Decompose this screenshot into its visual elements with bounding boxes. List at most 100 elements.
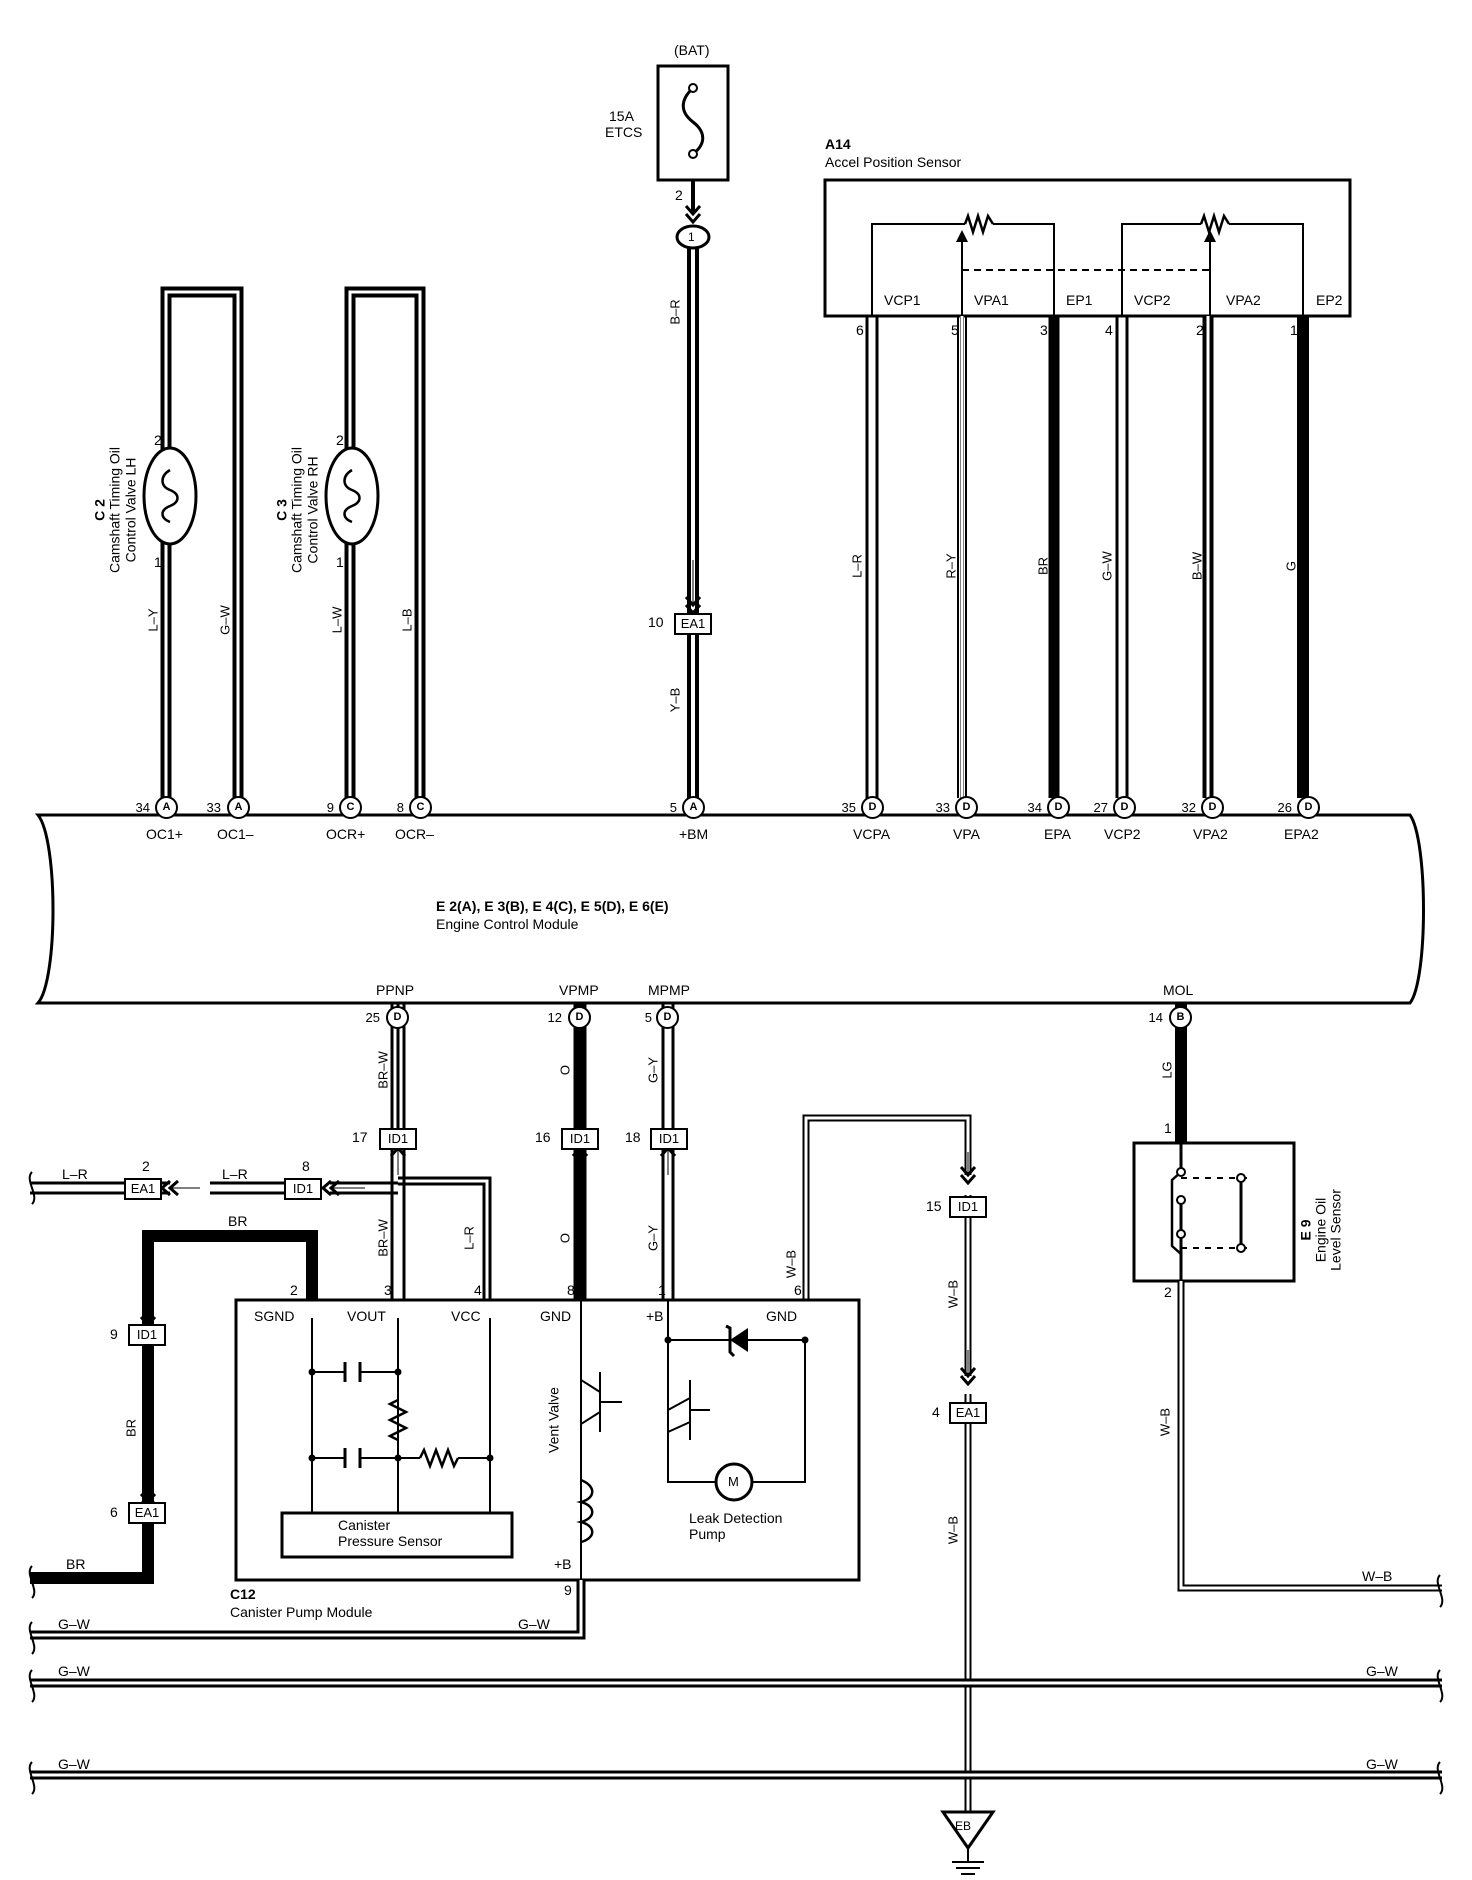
- c2-wire-1: L–Y: [145, 608, 161, 632]
- id1-connector-9: ID1: [128, 1324, 166, 1346]
- wire-gw2-right: G–W: [1366, 1663, 1398, 1679]
- fuse-name-label: ETCS: [605, 124, 643, 140]
- fuse-pin: 2: [675, 187, 683, 203]
- pump-pin-gnd: 8: [567, 1282, 575, 1298]
- aps-terminal-ep2: EP2: [1316, 292, 1343, 308]
- pump-term-gnd: GND: [540, 1308, 572, 1324]
- pump-term-gnd2: GND: [766, 1308, 798, 1324]
- aps-terminal-vpa1: VPA1: [974, 292, 1009, 308]
- ecm-pin-vcp2: 27: [1093, 800, 1108, 815]
- oil-pin-bottom: 2: [1164, 1284, 1172, 1300]
- c3-wire-1: L–W: [329, 606, 345, 634]
- ecm-pin-epa2: 26: [1277, 800, 1292, 815]
- wire-oil-wb: W–B: [1157, 1407, 1173, 1437]
- wire-gw3-right: G–W: [1366, 1756, 1398, 1772]
- ecm-body: [34, 813, 1425, 1005]
- ecm-pin-mol: 14: [1148, 1010, 1163, 1025]
- bm-wire-top-label: B–R: [667, 299, 683, 325]
- wire-lr-left: L–R: [62, 1166, 88, 1182]
- ecm-term-vcp2: VCP2: [1104, 826, 1141, 842]
- pump-term-vcc: VCC: [451, 1308, 481, 1324]
- aps-name: Accel Position Sensor: [825, 154, 962, 170]
- id1-connector-16: ID1: [561, 1128, 599, 1150]
- ecm-pin-oc1m: 33: [206, 800, 221, 815]
- pump-vent-b: +B: [554, 1556, 572, 1572]
- ecm-pin-vcpa: 35: [841, 800, 856, 815]
- pump-pin-vcc: 4: [474, 1282, 482, 1298]
- aps-wire-br: BR: [1035, 556, 1051, 576]
- aps-pin-2: 2: [1196, 322, 1204, 338]
- bm-wire-bottom-label: Y–B: [667, 687, 683, 713]
- wire-mpmp-bottom: G–Y: [645, 1224, 661, 1252]
- ecm-conn-ppnp: D: [386, 1006, 409, 1029]
- c3-wire-2: L–B: [399, 608, 415, 632]
- ecm-term-ocrp: OCR+: [326, 826, 366, 842]
- wire-lr-mid: L–R: [222, 1166, 248, 1182]
- pump-term-b: +B: [646, 1308, 664, 1324]
- motor-symbol: [714, 1462, 754, 1502]
- ecm-term-mol: MOL: [1163, 982, 1194, 998]
- pump-name: Canister Pump Module: [230, 1604, 373, 1620]
- ecm-name: Engine Control Module: [436, 916, 579, 932]
- ecm-term-vpmp: VPMP: [559, 982, 599, 998]
- wire-gw3-left: G–W: [58, 1756, 90, 1772]
- ea1-10-pin: 10: [648, 614, 664, 630]
- c2-pin-bottom: 1: [154, 554, 162, 570]
- oil-name-2: Level Sensor: [1327, 1189, 1344, 1271]
- oil-pin-top: 1: [1164, 1120, 1172, 1136]
- aps-pin-3: 3: [1040, 322, 1048, 338]
- ecm-term-oc1p: OC1+: [146, 826, 183, 842]
- id1-16-pin: 16: [535, 1129, 551, 1145]
- id1-15-pin: 15: [926, 1198, 942, 1214]
- ecm-pin-epa: 34: [1027, 800, 1042, 815]
- ecm-conn-vpa2: D: [1201, 796, 1224, 819]
- ecm-pin-mpmp: 5: [644, 1010, 652, 1025]
- pump-box: [234, 1298, 861, 1582]
- pump-pin-vout: 3: [384, 1282, 392, 1298]
- pump-sensor-1: Canister: [338, 1517, 391, 1533]
- ea1-connector-10: EA1: [674, 613, 712, 635]
- wire-gw1-left: G–W: [58, 1616, 90, 1632]
- ecm-term-vcpa: VCPA: [853, 826, 891, 842]
- ecm-conn-mol: B: [1169, 1006, 1192, 1029]
- aps-pin-1: 1: [1290, 322, 1298, 338]
- c3-pin-bottom: 1: [336, 554, 344, 570]
- bat-label: (BAT): [674, 42, 710, 58]
- ecm-pin-ocrm: 8: [396, 800, 404, 815]
- ea1-connector-4: EA1: [949, 1402, 987, 1424]
- id1-connector-17: ID1: [379, 1128, 417, 1150]
- pump-sensor-2: Pressure Sensor: [338, 1533, 443, 1549]
- pump-leak-1: Leak Detection: [689, 1510, 783, 1526]
- ea1-6-pin: 6: [110, 1504, 118, 1520]
- ecm-term-oc1m: OC1–: [217, 826, 254, 842]
- ecm-pin-ppnp: 25: [365, 1010, 380, 1025]
- ecm-pin-vpa: 33: [935, 800, 950, 815]
- wire-wb-1: W–B: [945, 1279, 961, 1309]
- id1-9-pin: 9: [110, 1326, 118, 1342]
- ea1-connector-2: EA1: [124, 1178, 162, 1200]
- wire-ppnp-bottom: BR–W: [375, 1219, 391, 1257]
- ecm-conn-epa: D: [1047, 796, 1070, 819]
- aps-terminal-vcp1: VCP1: [884, 292, 921, 308]
- ecm-term-vpa2: VPA2: [1193, 826, 1228, 842]
- ecm-conn-vpmp: D: [568, 1006, 591, 1029]
- aps-pin-6: 6: [856, 322, 864, 338]
- aps-terminal-ep1: EP1: [1066, 292, 1093, 308]
- wire-vpmp-bottom: O: [557, 1232, 573, 1244]
- id1-connector-18: ID1: [650, 1128, 688, 1150]
- ea1-2-pin: 2: [142, 1158, 150, 1174]
- pump-motor: M: [728, 1474, 739, 1489]
- wire-mol: LG: [1159, 1061, 1175, 1079]
- oil-sensor-box: [1132, 1141, 1296, 1283]
- wire-gw2-left: G–W: [58, 1663, 90, 1679]
- junction-1: [675, 224, 711, 250]
- pump-pin-gnd2: 6: [794, 1282, 802, 1298]
- wire-ppnp-top: BR–W: [375, 1051, 391, 1089]
- wire-mpmp-top: G–Y: [645, 1056, 661, 1084]
- aps-wire-l-r: L–R: [849, 554, 865, 578]
- fuse-symbol: [681, 86, 705, 156]
- wire-oil-wb-h: W–B: [1362, 1568, 1393, 1584]
- ground-label: EB: [955, 1819, 972, 1833]
